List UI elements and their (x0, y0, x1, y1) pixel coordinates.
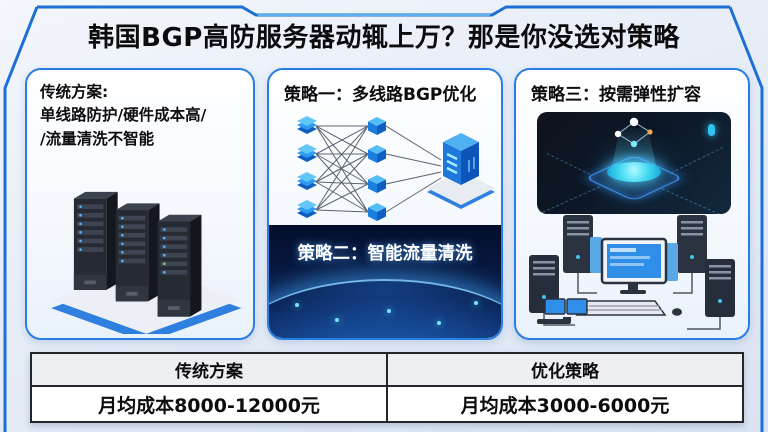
cube-node-icon (368, 175, 386, 193)
tower-icon (677, 215, 707, 273)
layered-node-icon (297, 144, 317, 162)
mesh-links (315, 125, 442, 213)
earth-network-image: 策略二：智能流量清洗 (269, 225, 501, 338)
strategy2-title: 策略二：智能流量清洗 (297, 244, 473, 264)
table-cell-traditional-cost: 月均成本8000-12000元 (32, 387, 386, 421)
glow-dot-icon (295, 303, 299, 307)
cube-node-icon (368, 145, 386, 163)
server-rack-illustration (51, 191, 242, 334)
traditional-line-2: /流量清洗不智能 (40, 129, 155, 148)
glow-disc (607, 162, 661, 182)
network-links (543, 273, 721, 330)
mouse-icon (672, 308, 682, 316)
server-tower-icon (73, 191, 118, 290)
panel-strategy-3: 策略三：按需弹性扩容 (514, 68, 750, 340)
layered-node-icon (297, 172, 317, 190)
panel-traditional: 传统方案: 单线路防护/硬件成本高/ /流量清洗不智能 (25, 68, 255, 340)
glow-dot-icon (437, 321, 441, 325)
cube-node-icon (368, 203, 386, 221)
layered-node-icon (297, 116, 317, 134)
traditional-line-1: 单线路防护/硬件成本高/ (40, 106, 207, 125)
table-header-traditional: 传统方案 (32, 354, 386, 385)
tower-icon (563, 215, 593, 273)
hologram-chip-image (537, 112, 731, 214)
table-header-optimized: 优化策略 (388, 354, 742, 385)
traditional-heading: 传统方案: (40, 83, 109, 101)
isometric-server-icon (427, 133, 495, 209)
layered-node-icon (297, 200, 317, 218)
page-title: 韩国BGP高防服务器动辄上万？那是你没选对策略 (88, 23, 680, 53)
led-dot-icon (708, 124, 715, 136)
server-tower-icon (115, 203, 160, 302)
bgp-network-diagram (297, 116, 495, 221)
strategy1-title: 策略一：多线路BGP优化 (284, 85, 477, 105)
cube-node-icon (368, 117, 386, 135)
table-cell-optimized-cost: 月均成本3000-6000元 (388, 387, 742, 421)
traditional-description: 传统方案: 单线路防护/硬件成本高/ /流量清洗不智能 (27, 70, 253, 151)
glow-dot-icon (335, 318, 339, 322)
keyboard-icon (575, 300, 682, 316)
server-tower-icon (157, 214, 202, 317)
panel-strategy-1-2: 策略一：多线路BGP优化 (267, 68, 503, 340)
monitor-icon (590, 237, 678, 294)
molecule-icon (614, 117, 653, 148)
tower-icon (705, 259, 735, 317)
glow-dot-icon (387, 309, 391, 313)
glow-dot-icon (474, 301, 478, 305)
workstation-illustration (529, 215, 735, 330)
strategy3-title: 策略三：按需弹性扩容 (531, 85, 701, 105)
comparison-table: 传统方案 优化策略 月均成本8000-12000元 月均成本3000-6000元 (30, 352, 744, 423)
dual-monitor-icon (537, 298, 588, 324)
